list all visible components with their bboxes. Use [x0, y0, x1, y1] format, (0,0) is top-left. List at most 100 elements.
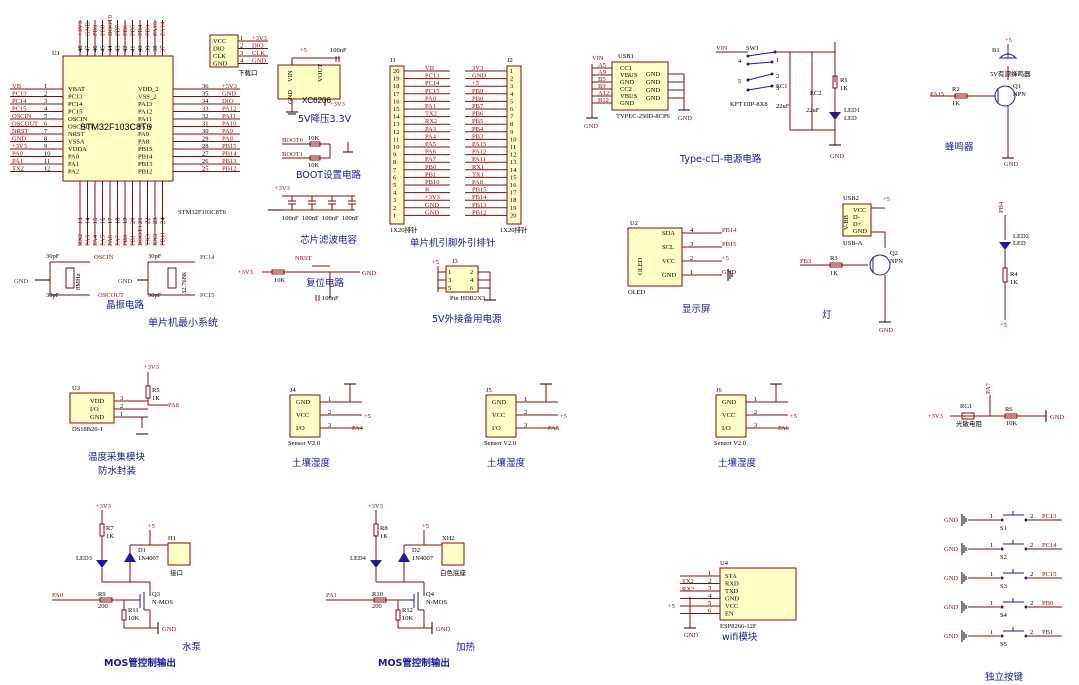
svg-text:5: 5 — [448, 285, 451, 292]
ds-part: DS18B20-1 — [72, 426, 103, 433]
svg-text:CLK: CLK — [213, 53, 226, 60]
mcu-top-num: 48 — [77, 46, 84, 53]
mcu-top-num: 39 — [145, 46, 152, 53]
mcu-bottom-net: PA4 — [92, 234, 99, 246]
svg-text:PB15: PB15 — [722, 241, 736, 248]
mcu-right-num: 34 — [202, 98, 209, 105]
mcu-left-net: PC13 — [12, 91, 26, 98]
typec-gnd-3: GND — [830, 153, 844, 160]
svg-text:GND: GND — [646, 71, 660, 78]
key-net: PC15 — [1042, 571, 1056, 578]
svg-text:2: 2 — [470, 269, 473, 276]
mcu-left-num: 8 — [44, 136, 47, 143]
mos2-d: D2 — [412, 547, 420, 554]
svg-text:A5: A5 — [598, 62, 606, 69]
svg-text:20: 20 — [393, 68, 400, 75]
svg-text:+5: +5 — [790, 413, 797, 420]
j2-net: PB15 — [472, 187, 486, 194]
svg-text:STA: STA — [725, 573, 737, 580]
svg-text:3: 3 — [708, 585, 711, 592]
key-net: PB1 — [1042, 629, 1053, 636]
boot-r1: 10K — [308, 162, 320, 169]
mcu-right-net: PA8 — [222, 136, 233, 143]
filter-cap: 100nF — [322, 215, 339, 222]
j1-net: PA6 — [425, 149, 437, 156]
lamp-net5: +5 — [883, 196, 890, 203]
svg-text:17: 17 — [393, 91, 400, 98]
svg-text:I/O: I/O — [492, 425, 501, 432]
key-net: PC13 — [1042, 513, 1056, 520]
usb1-ref: USB1 — [618, 53, 634, 60]
mcu-right-pin: PB13 — [138, 161, 152, 168]
mos1-h: H1 — [168, 535, 176, 542]
svg-text:13: 13 — [510, 159, 517, 166]
buzzer-block: B1 +5 5V有源蜂鸣器 PA15 R2 1K Q1 NPN GND 蜂鸣器 — [930, 37, 1031, 168]
j2-body — [506, 65, 522, 225]
j1-net: R — [425, 187, 430, 194]
led2-rv: 1K — [1010, 279, 1018, 286]
usb2-tag: V-BB — [843, 214, 850, 230]
ext5v-body — [445, 265, 479, 293]
svg-text:+3V3: +3V3 — [252, 35, 267, 42]
boot0-label: BOOT0 — [282, 137, 303, 144]
j1-net: +3V3 — [425, 194, 440, 201]
svg-text:3: 3 — [690, 241, 693, 248]
j2-net: PB4 — [472, 126, 484, 133]
svg-text:GND: GND — [620, 100, 634, 107]
mcu-bottom-net: PA7 — [115, 234, 122, 246]
ldr-net: PA7 — [985, 382, 992, 394]
oled-ref: U2 — [630, 220, 638, 227]
mos2-r10v: 200 — [372, 603, 382, 610]
mcu-left-num: 1 — [44, 83, 47, 90]
mcu-left-num: 9 — [44, 143, 47, 150]
svg-text:A9: A9 — [598, 69, 606, 76]
svg-text:1: 1 — [990, 600, 993, 607]
svg-text:I/O: I/O — [722, 425, 731, 432]
key-gnd: GND — [944, 604, 958, 611]
mcu-right-num: 29 — [202, 136, 209, 143]
mcu-top-num: 40 — [137, 46, 144, 53]
crystal-x2: 32.768K — [181, 271, 188, 294]
reset-sw: NRST — [295, 255, 312, 262]
key-ref: S5 — [1000, 641, 1007, 648]
key-gnd: GND — [944, 546, 958, 553]
ec2-val: 22uF — [806, 107, 820, 114]
mcu-top-net: PB5 — [130, 25, 137, 36]
svg-text:18: 18 — [393, 83, 400, 90]
reset-block: +3V3 10K NRST 100nF GND 复位电路 — [238, 255, 376, 302]
soil-part: Sensor V2.0 — [714, 440, 746, 447]
wifi-gnd: GND — [684, 632, 698, 639]
led2-val: LED — [1013, 240, 1026, 247]
soil1-title: 土壤湿度 — [292, 457, 331, 469]
mcu-right-pin: PA13 — [138, 101, 152, 108]
j1-net: PA0 — [425, 95, 436, 102]
svg-text:GND: GND — [492, 399, 506, 406]
svg-text:VCC: VCC — [722, 412, 735, 419]
mos1-q: Q3 — [152, 591, 160, 598]
mos2-led: LED4 — [350, 555, 367, 562]
svg-text:2: 2 — [524, 409, 527, 416]
mcu-left-num: 7 — [44, 128, 48, 135]
svg-text:6: 6 — [510, 106, 514, 113]
svg-text:2: 2 — [328, 409, 331, 416]
crystal-c1: 30pF — [46, 253, 60, 260]
mcu-left-net: PC15 — [12, 106, 26, 113]
ext5v-ref: J3 — [452, 258, 458, 265]
mcu-right-pin: PA12 — [138, 109, 152, 116]
svg-text:1: 1 — [524, 396, 527, 403]
mcu-left-pin: NRST — [68, 131, 85, 138]
reset-net: +3V3 — [238, 269, 253, 276]
svg-text:1: 1 — [120, 411, 123, 418]
mos1-title: MOS管控制输出 — [104, 657, 176, 669]
mcu-right-pin: PB15 — [138, 146, 152, 153]
ldo-body — [277, 64, 341, 100]
mcu-right-pin: PA10 — [138, 124, 152, 131]
mcu-right-pin: PA8 — [138, 139, 149, 146]
ldr-block: +3V3 RG1 光敏电阻 R6 10K PA7 GND — [928, 382, 1064, 428]
svg-text:10: 10 — [393, 144, 400, 151]
mcu-bottom-net: TX3 — [145, 234, 152, 246]
soil-net: PA6 — [778, 425, 790, 432]
svg-text:1: 1 — [990, 571, 993, 578]
svg-text:17: 17 — [510, 190, 517, 197]
